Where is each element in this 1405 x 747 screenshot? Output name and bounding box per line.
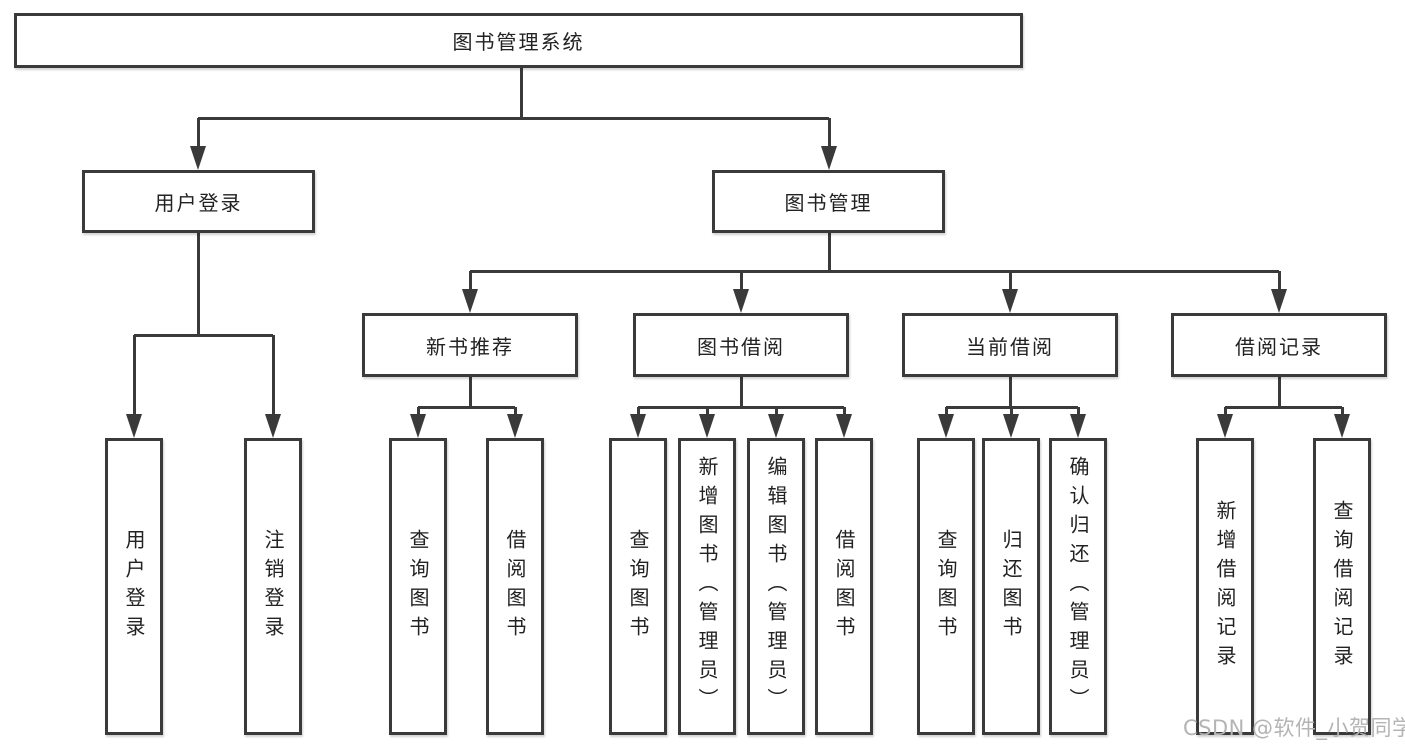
node-label: 确认归还（管理员） (1066, 456, 1090, 717)
node-label: 查询图书 (934, 528, 958, 645)
node-label: 查询图书 (406, 528, 430, 645)
arrow-down-icon (1334, 414, 1350, 438)
node-new-book-recommend: 新书推荐 (362, 313, 578, 377)
arrow-down-icon (265, 414, 281, 438)
node-leaf-query-record: 查询借阅记录 (1313, 438, 1371, 735)
node-label: 当前借阅 (966, 334, 1054, 359)
arrow-down-icon (699, 414, 715, 438)
connector-line (1008, 271, 1012, 295)
csdn-watermark: CSDN @软件_小贺同学 (1183, 716, 1405, 740)
arrow-down-icon (462, 289, 478, 313)
connector-line (196, 118, 200, 152)
node-label: 新增图书（管理员） (695, 456, 719, 717)
arrow-down-icon (1002, 289, 1018, 313)
node-borrowing-records: 借阅记录 (1171, 313, 1387, 377)
node-leaf-query-book-a: 查询图书 (389, 438, 447, 735)
node-label: 借阅图书 (503, 528, 527, 645)
node-label: 注销登录 (261, 528, 285, 645)
node-label: 编辑图书（管理员） (764, 456, 788, 717)
node-leaf-edit-book: 编辑图书（管理员） (747, 438, 805, 735)
node-leaf-borrow-book-b: 借阅图书 (815, 438, 873, 735)
arrow-down-icon (821, 146, 837, 170)
node-label: 查询借阅记录 (1330, 499, 1354, 674)
connector-line (134, 333, 273, 337)
arrow-down-icon (768, 414, 784, 438)
connector-line (470, 269, 1279, 273)
node-leaf-query-book-c: 查询图书 (917, 438, 975, 735)
node-current-borrowing: 当前借阅 (902, 313, 1118, 377)
node-leaf-add-record: 新增借阅记录 (1196, 438, 1254, 735)
connector-line (1277, 271, 1281, 295)
node-label: 借阅记录 (1235, 334, 1323, 359)
node-label: 查询图书 (626, 528, 650, 645)
node-leaf-user-login: 用户登录 (105, 438, 163, 735)
node-leaf-add-book: 新增图书（管理员） (678, 438, 736, 735)
node-user-login: 用户登录 (82, 170, 315, 233)
node-book-management: 图书管理 (712, 170, 945, 233)
connector-line (196, 233, 200, 335)
arrow-down-icon (938, 414, 954, 438)
connector-line (827, 233, 831, 271)
arrow-down-icon (1271, 289, 1287, 313)
arrow-down-icon (190, 146, 206, 170)
node-label: 用户登录 (122, 528, 146, 645)
connector-line (418, 405, 515, 409)
connector-line (468, 271, 472, 295)
node-leaf-confirm-return: 确认归还（管理员） (1049, 438, 1107, 735)
arrow-down-icon (733, 289, 749, 313)
connector-line (198, 116, 829, 120)
connector-line (1225, 405, 1342, 409)
arrow-down-icon (126, 414, 142, 438)
connector-line (132, 335, 136, 420)
connector-line (1008, 377, 1012, 407)
node-leaf-logout: 注销登录 (244, 438, 302, 735)
arrow-down-icon (836, 414, 852, 438)
arrow-down-icon (630, 414, 646, 438)
node-label: 新书推荐 (426, 334, 514, 359)
connector-line (638, 405, 844, 409)
arrow-down-icon (507, 414, 523, 438)
connector-line (739, 377, 743, 407)
connector-line (468, 377, 472, 407)
arrow-down-icon (1003, 414, 1019, 438)
node-label: 归还图书 (999, 528, 1023, 645)
node-book-borrowing: 图书借阅 (633, 313, 849, 377)
node-label: 图书管理系统 (452, 30, 585, 54)
node-label: 借阅图书 (832, 528, 856, 645)
node-leaf-borrow-book-a: 借阅图书 (486, 438, 544, 735)
node-label: 图书管理 (784, 191, 873, 215)
connector-line (827, 118, 831, 152)
node-label: 新增借阅记录 (1213, 499, 1237, 674)
node-label: 图书借阅 (697, 334, 785, 359)
connector-line (271, 335, 275, 420)
node-label: 用户登录 (154, 191, 243, 215)
arrow-down-icon (1217, 414, 1233, 438)
connector-line (519, 68, 523, 118)
arrow-down-icon (1070, 414, 1086, 438)
connector-line (1277, 377, 1281, 407)
arrow-down-icon (410, 414, 426, 438)
node-leaf-return-book: 归还图书 (982, 438, 1040, 735)
connector-line (739, 271, 743, 295)
node-leaf-query-book-b: 查询图书 (609, 438, 667, 735)
node-root: 图书管理系统 (14, 13, 1023, 68)
